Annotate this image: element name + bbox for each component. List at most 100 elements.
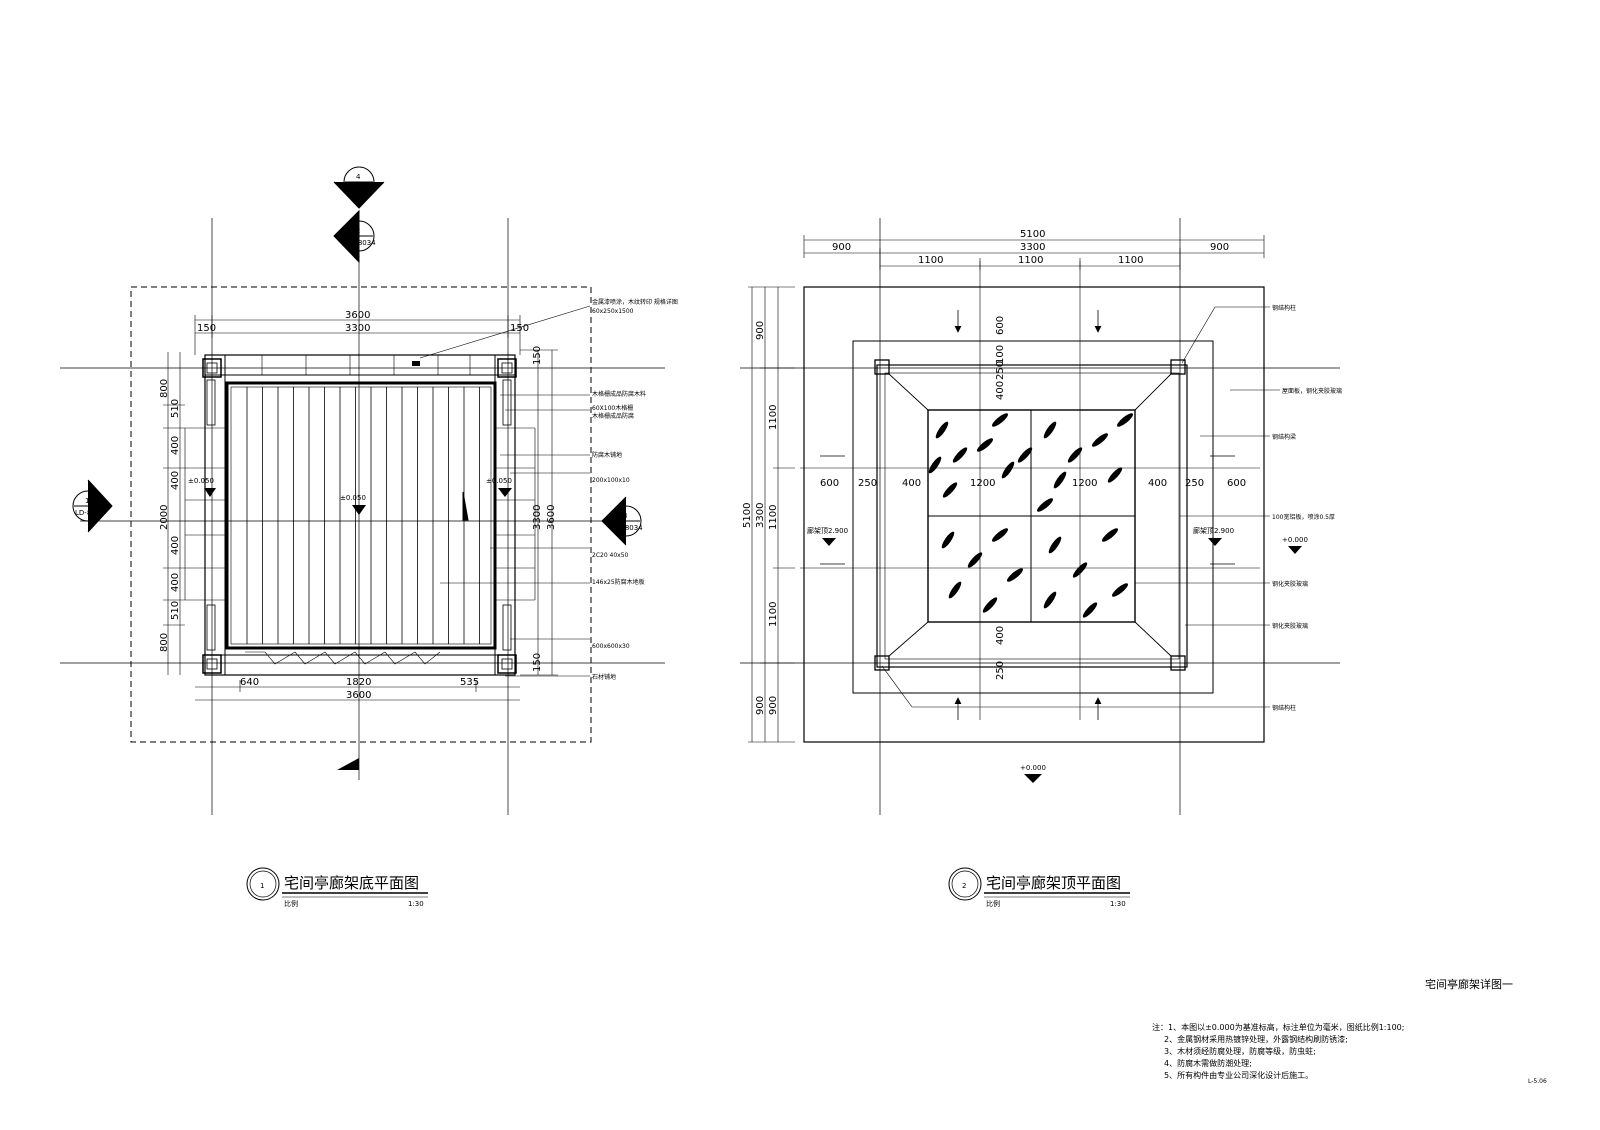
plan2-level-outside-right: +0.000	[1282, 536, 1308, 544]
plan2-dim-left-4: 1100	[768, 505, 779, 530]
plan2-level-right: 廊架顶2.900	[1193, 526, 1234, 535]
note-1: 2、金属钢材采用热镀锌处理，外露钢结构刷防锈漆;	[1164, 1034, 1348, 1044]
plan1-section-1-ref: LD-8034	[75, 509, 105, 517]
plan1-deck-border	[225, 381, 497, 650]
plan2-title-scale: 1:30	[1110, 900, 1126, 908]
plan2-level-bottom: +0.000	[1020, 764, 1046, 772]
plan1-dim-left-6: 400	[170, 573, 181, 592]
plan1-annotation-8: 146x25防腐木地板	[592, 578, 645, 586]
plan1-dim-right-2: 3600	[546, 505, 557, 530]
plan2-dim-inner-9: 100	[995, 345, 1006, 364]
plan2-glass-hatch	[928, 413, 1133, 618]
note-0: 注：1、本图以±0.000为基准标高，标注单位为毫米，图纸比例1:100;	[1152, 1022, 1404, 1032]
plan1-title: 宅间亭廊架底平面图	[284, 874, 419, 892]
plan2-annotation-5: 钢化夹胶玻璃	[1272, 622, 1308, 630]
plan1-dim-left-8: 800	[159, 633, 170, 652]
note-2: 3、木材须经防腐处理，防腐等级，防虫蛀;	[1164, 1046, 1316, 1056]
plan2-title-number: 2	[962, 882, 966, 890]
plan1-dim-top-left: 150	[197, 323, 216, 334]
plan2-dim-left-3: 3300	[755, 503, 766, 528]
plan1-dim-top-total: 3600	[345, 310, 370, 321]
plan1-section-marker-right	[601, 496, 642, 546]
plan1-dim-bottom-1820: 1820	[346, 677, 371, 688]
plan1-annotation-3: 60X100木格栅	[592, 404, 633, 412]
plan1-deck-boards	[246, 387, 480, 644]
plan1-section-marker-top2	[333, 209, 375, 264]
plan1-annotation-2: 木格栅成品防腐木料	[592, 390, 646, 398]
plan1-dim-bottom-535: 535	[460, 677, 479, 688]
plan1-level-left: ±0.050	[188, 477, 214, 485]
plan2-dim-left-7: 900	[768, 696, 779, 715]
plan1-post-tl	[202, 358, 222, 378]
note-3: 4、防腐木需做防潮处理;	[1164, 1058, 1252, 1068]
plan2-dim-inner-4: 1200	[1072, 478, 1097, 489]
plan1-dim-right-0: 150	[532, 346, 543, 365]
plan2-annotation-3: 100宽铝板，喷涂0.5厚	[1272, 513, 1335, 521]
plan2-roof-outline	[803, 286, 1265, 743]
plan2-dim-inner-6: 250	[1185, 478, 1204, 489]
plan2-dim-inner-8: 400	[995, 381, 1006, 400]
plan1-dim-top-right: 150	[510, 323, 529, 334]
sheet-title: 宅间亭廊架详图一	[1425, 977, 1513, 991]
plan2-dim-inner-7: 600	[1227, 478, 1246, 489]
plan1-title-scale: 1:30	[408, 900, 424, 908]
plan2-roof-plan	[740, 218, 1340, 815]
plan1-dashed-boundary	[130, 286, 592, 743]
plan1-section-2-num: 2	[356, 227, 360, 235]
plan1-dim-left-3: 400	[170, 471, 181, 490]
plan2-dim-top-total: 5100	[1020, 229, 1045, 240]
plan1-annotation-1: 60x250x1500	[592, 308, 634, 315]
plan1-dim-left-4: 2000	[159, 505, 170, 530]
plan1-section-marker-top1	[333, 166, 385, 209]
plan1-title-sublabel: 比例	[284, 899, 298, 908]
plan1-dim-left-5: 400	[170, 536, 181, 555]
plan2-dim-inner-10: 250	[995, 361, 1006, 380]
plan2-dim-inner-1: 250	[858, 478, 877, 489]
plan1-dim-left-7: 510	[170, 601, 181, 620]
plan2-dim-top-mid: 3300	[1020, 242, 1045, 253]
plan1-section-1-num: 1	[85, 497, 89, 505]
plan1-annotation-9: 600x600x30	[592, 643, 630, 650]
plan1-dim-top-inner: 3300	[345, 323, 370, 334]
plan2-title-sublabel: 比例	[986, 899, 1000, 908]
plan2-dim-inner-3: 1200	[970, 478, 995, 489]
plan2-annotation-0: 钢结构柱	[1272, 304, 1296, 312]
plan1-dim-left-1: 510	[170, 399, 181, 418]
plan1-annotation-0: 金属漆喷涂，木纹转印 规格详图	[592, 298, 678, 306]
plan1-title-number: 1	[260, 882, 264, 890]
plan2-title: 宅间亭廊架顶平面图	[986, 874, 1121, 892]
plan1-floor-plan	[60, 166, 665, 815]
plan2-dim-inner-13: 600	[995, 316, 1006, 335]
plan2-annotation-4: 钢化夹胶玻璃	[1272, 580, 1308, 588]
plan1-dim-bottom-640: 640	[240, 677, 259, 688]
plan2-dim-inner-11: 400	[995, 626, 1006, 645]
plan2-dim-top-bay2: 1100	[1018, 255, 1043, 266]
plan2-dim-left-5: 1100	[768, 602, 779, 627]
plan1-section-marker-left	[72, 479, 113, 533]
plan2-annotation-1: 屋面板，钢化夹胶玻璃	[1282, 387, 1342, 395]
plan2-roof-inner	[852, 340, 1214, 694]
plan1-annotation-6: 200x100x10	[592, 477, 630, 484]
sheet-number: L-5.06	[1528, 1078, 1547, 1085]
plan1-level-center: ±0.050	[340, 494, 366, 502]
plan2-dim-top-bay3: 1100	[1118, 255, 1143, 266]
plan1-post-br	[497, 654, 517, 674]
plan1-annotation-4: 木格栅成品防腐	[592, 412, 634, 420]
plan2-title-block	[948, 867, 1130, 901]
plan2-dim-inner-2: 400	[902, 478, 921, 489]
plan2-annotation-2: 钢结构梁	[1272, 433, 1296, 441]
plan1-section-4-num: 4	[356, 173, 361, 181]
plan2-annotation-6: 钢结构柱	[1272, 704, 1296, 712]
plan1-dim-left-2: 400	[170, 436, 181, 455]
plan1-section-4-ref: LD-8034	[346, 185, 376, 193]
plan2-dim-left-0: 900	[755, 321, 766, 340]
plan2-level-left: 廊架顶2.900	[807, 526, 848, 535]
plan2-dim-left-6: 900	[755, 696, 766, 715]
plan1-level-right: ±0.050	[486, 477, 512, 485]
plan1-dim-right-3: 150	[532, 653, 543, 672]
plan1-annotation-7: 2C20 40x50	[592, 552, 629, 559]
plan1-section-2-ref: LD-8034	[346, 239, 376, 247]
plan2-dim-top-left: 900	[832, 242, 851, 253]
plan1-section-3-num: 3	[623, 512, 627, 520]
